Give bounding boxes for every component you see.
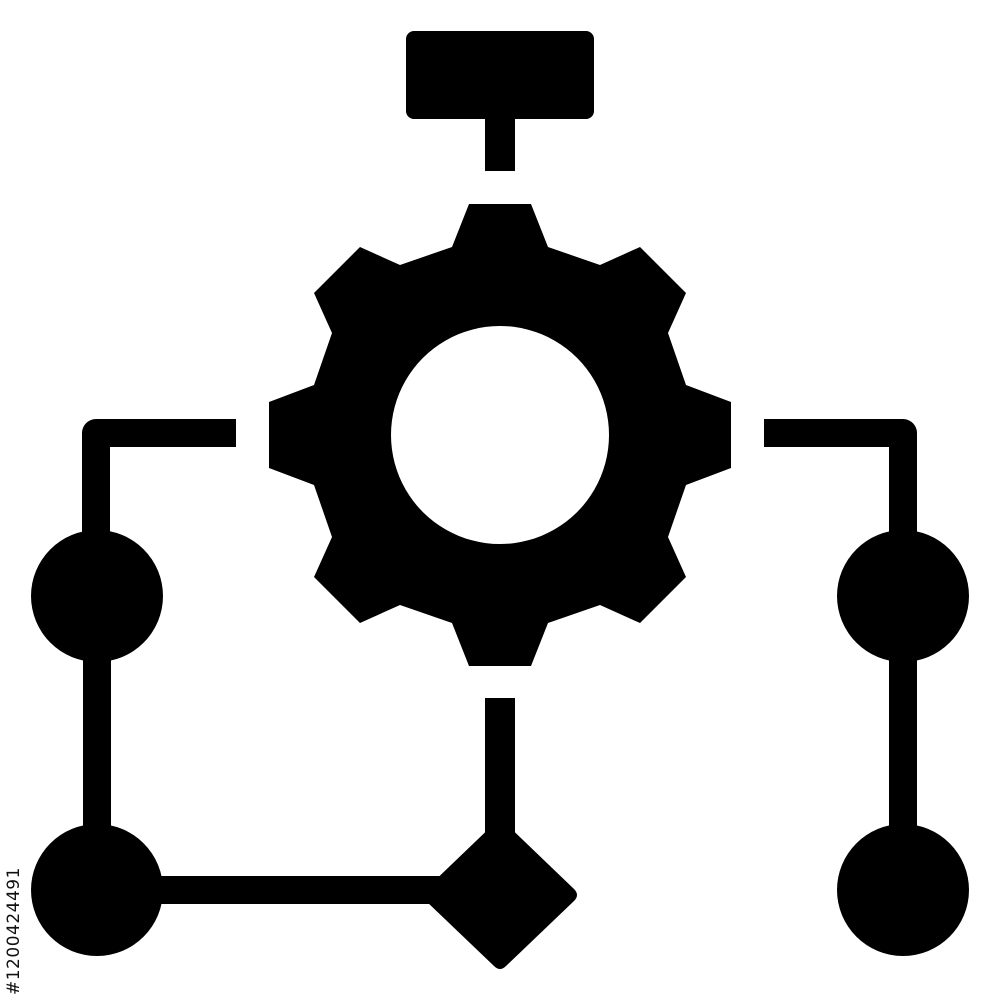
bottom-connector-stem	[485, 698, 515, 838]
left-connector-line	[82, 419, 236, 545]
right-bottom-node	[837, 824, 969, 956]
right-middle-node	[837, 530, 969, 662]
left-middle-node	[31, 530, 163, 662]
bottom-horizontal-line	[150, 876, 450, 904]
stock-id-label: #1200424491	[4, 867, 24, 995]
gear-icon	[269, 204, 731, 666]
top-connector-stem	[485, 115, 515, 171]
decision-diamond-node	[423, 818, 577, 969]
top-rectangle-node	[406, 31, 594, 119]
left-bottom-node	[31, 824, 163, 956]
right-connector-line	[764, 419, 917, 545]
